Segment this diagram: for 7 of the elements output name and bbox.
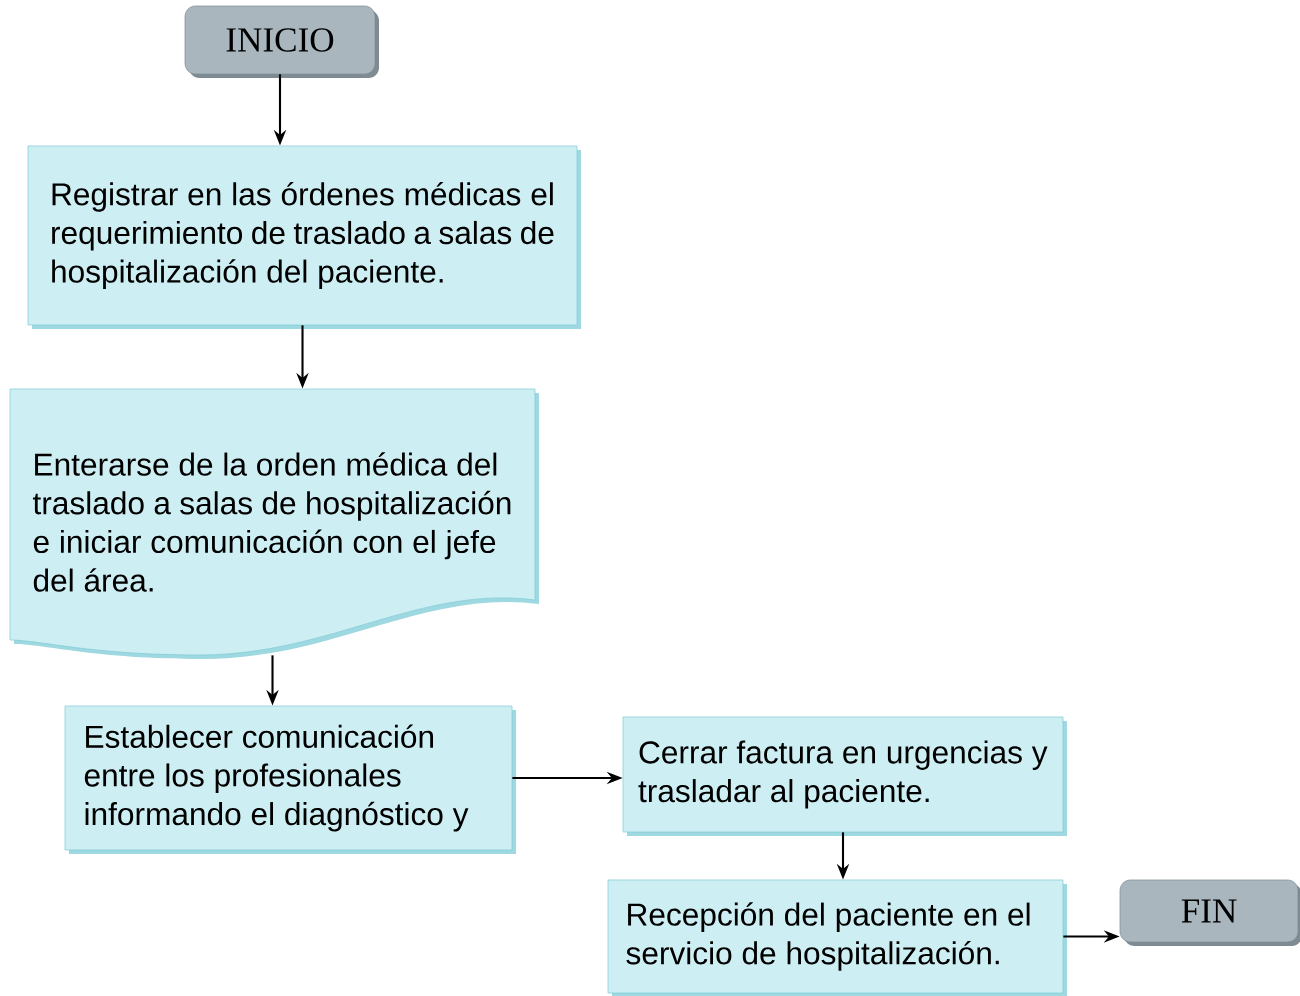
process-box: Cerrar factura en urgencias y trasladar al paciente. [622, 716, 1067, 836]
process-box: Recepción del paciente en el servicio de hospitalización. [607, 879, 1067, 996]
terminal-box: FIN [1119, 879, 1300, 946]
document-box: Enterarse de la orden médica del traslado a salas de hospitalización e iniciar comunicación con el jefe del área. [9, 388, 539, 659]
process-box: Registrar en las órdenes médicas el requerimiento de traslado a salas de hospitalización del paciente. [27, 145, 581, 329]
terminal-box: INICIO [184, 5, 379, 78]
process-box: Establecer comunicación entre los profesionales informando el diagnóstico y [64, 705, 516, 854]
